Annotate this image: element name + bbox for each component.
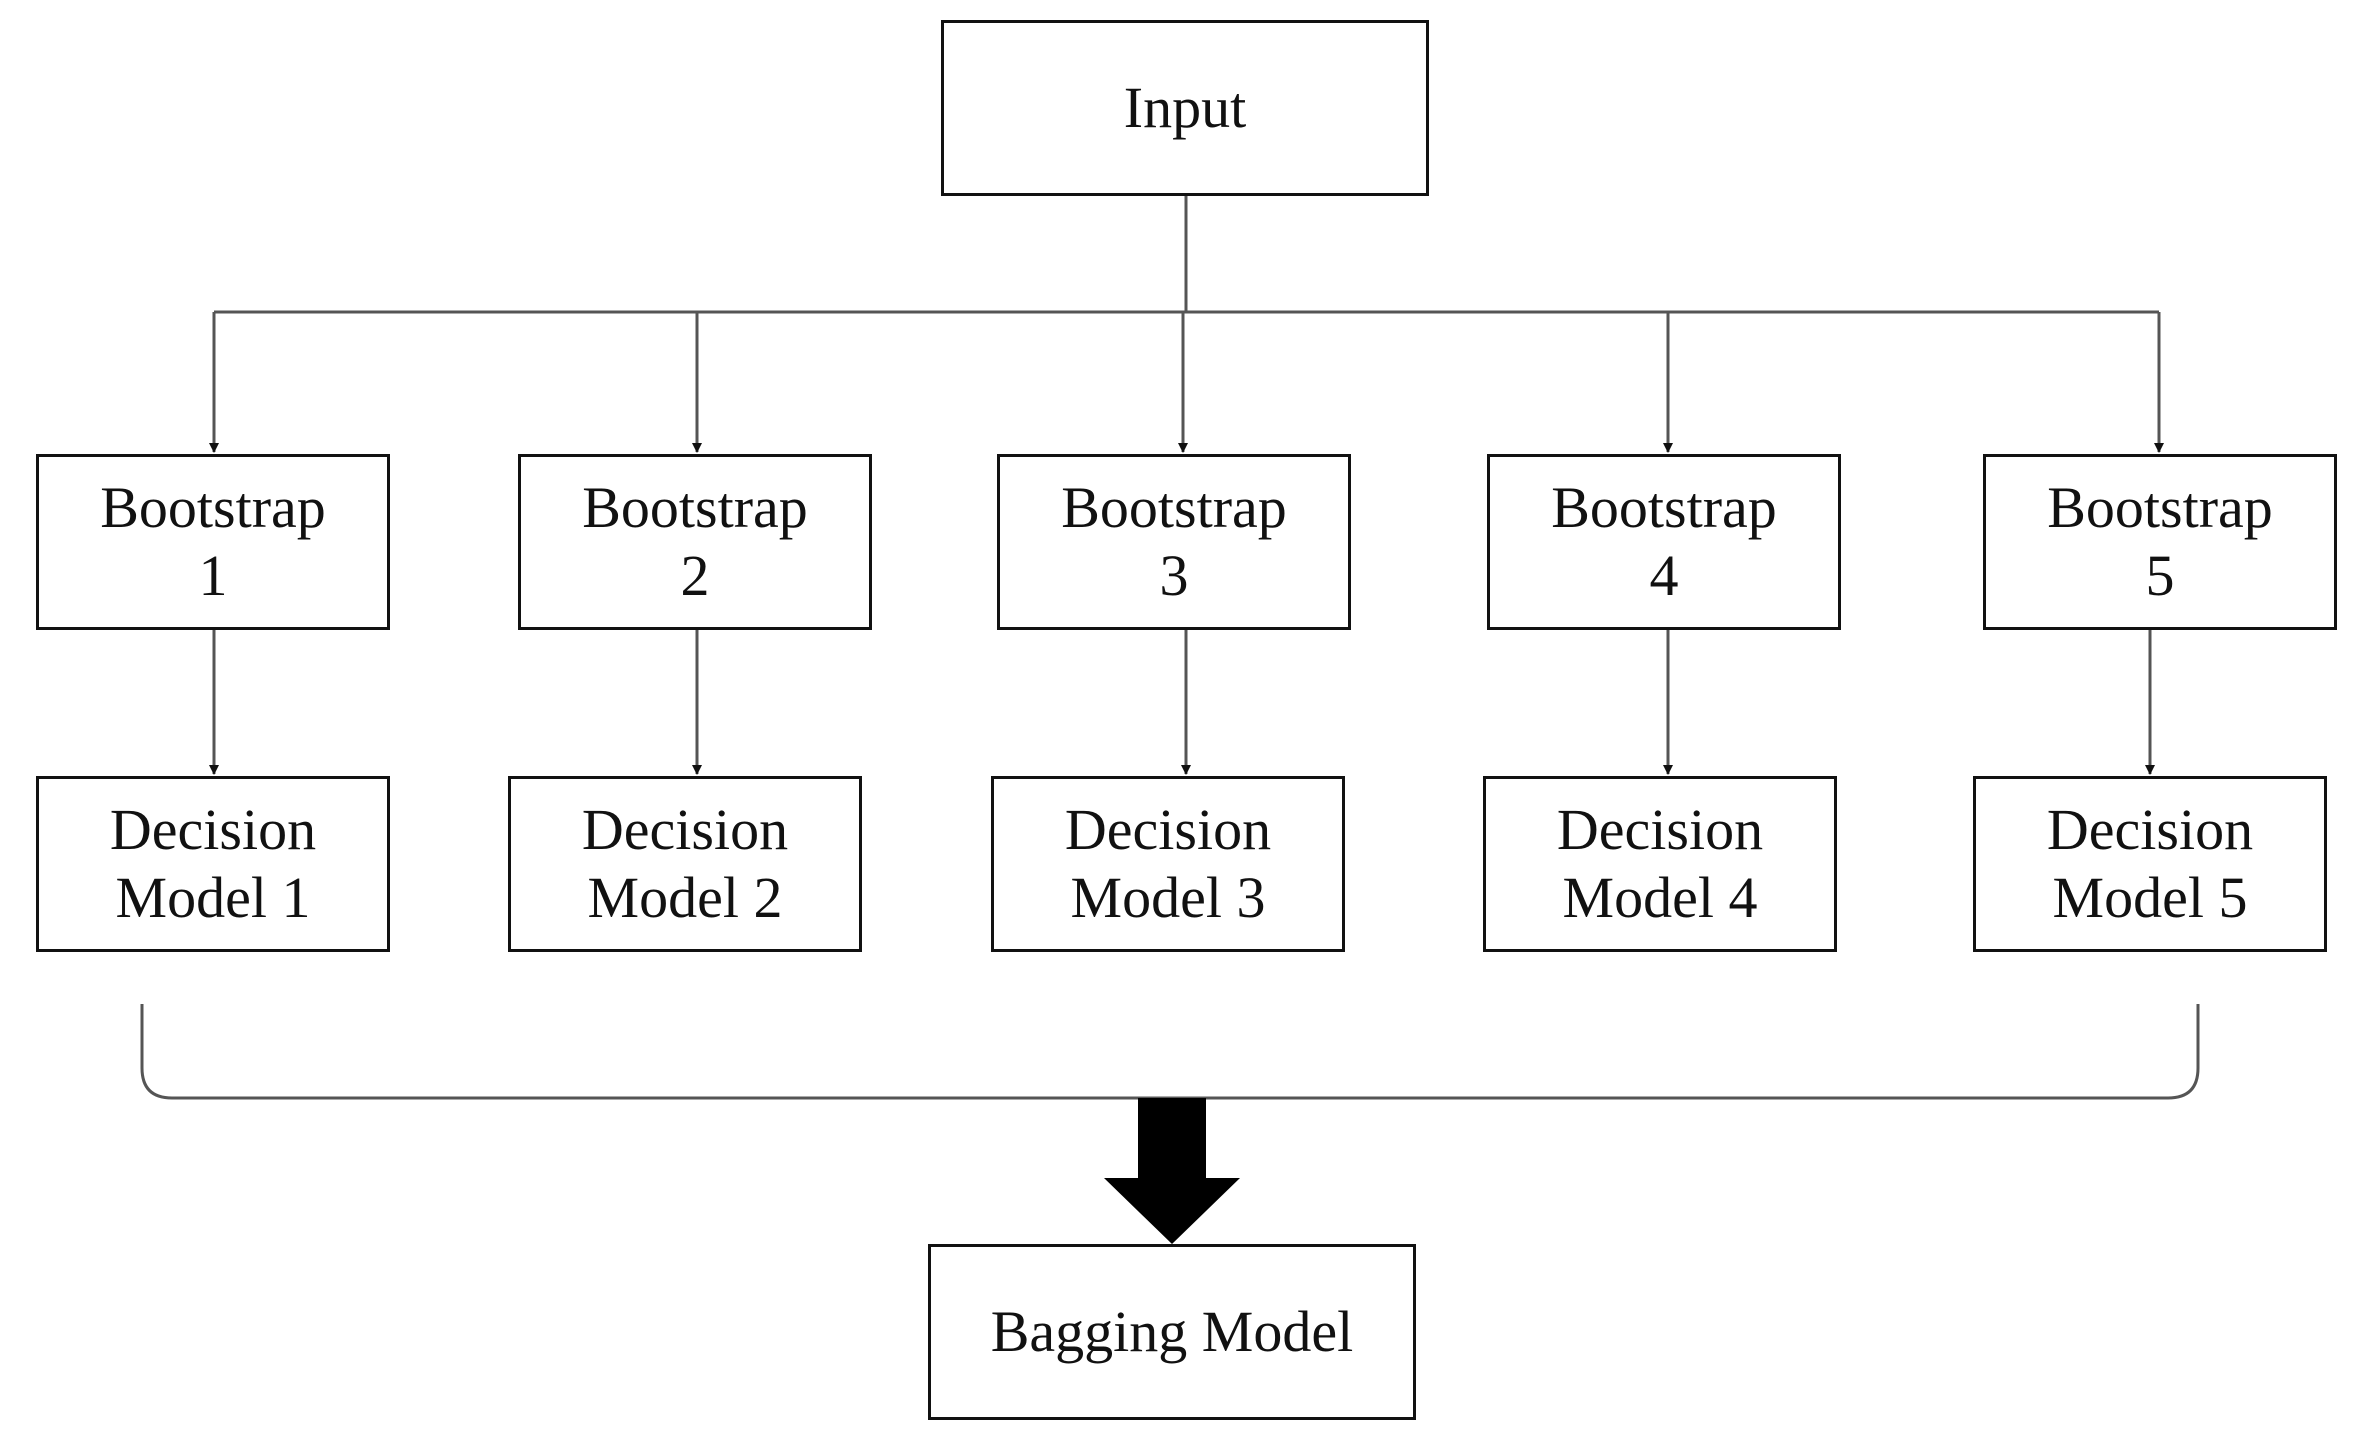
decision-model-node-3: Decision Model 3 <box>991 776 1345 952</box>
aggregation-brace <box>140 1004 2200 1100</box>
bootstrap-node-3: Bootstrap 3 <box>997 454 1351 630</box>
decision-model-line1: Decision <box>1556 796 1764 862</box>
input-node: Input <box>941 20 1429 196</box>
decision-model-line1: Decision <box>2046 796 2254 862</box>
bootstrap-node-4: Bootstrap 4 <box>1487 454 1841 630</box>
bootstrap-node-label: Bootstrap <box>1551 474 1777 540</box>
decision-model-line1: Decision <box>581 796 789 862</box>
bootstrap-node-label: Bootstrap <box>582 474 808 540</box>
bootstrap-node-number: 5 <box>2145 543 2175 608</box>
decision-model-node-2: Decision Model 2 <box>508 776 862 952</box>
decision-model-line2: Model 2 <box>587 865 783 930</box>
bootstrap-node-number: 2 <box>680 543 710 608</box>
decision-model-node-5: Decision Model 5 <box>1973 776 2327 952</box>
decision-model-line1: Decision <box>1064 796 1272 862</box>
aggregation-arrow <box>1104 1098 1240 1244</box>
decision-model-line1: Decision <box>109 796 317 862</box>
bootstrap-node-label: Bootstrap <box>1061 474 1287 540</box>
bootstrap-node-number: 1 <box>198 543 228 608</box>
decision-model-line2: Model 1 <box>115 865 311 930</box>
bootstrap-node-5: Bootstrap 5 <box>1983 454 2337 630</box>
decision-model-line2: Model 3 <box>1070 865 1266 930</box>
bagging-model-node: Bagging Model <box>928 1244 1416 1420</box>
bootstrap-node-2: Bootstrap 2 <box>518 454 872 630</box>
input-node-label: Input <box>1123 74 1247 140</box>
bootstrap-node-1: Bootstrap 1 <box>36 454 390 630</box>
decision-model-line2: Model 5 <box>2052 865 2248 930</box>
decision-model-node-1: Decision Model 1 <box>36 776 390 952</box>
bagging-model-label: Bagging Model <box>990 1298 1354 1364</box>
decision-model-node-4: Decision Model 4 <box>1483 776 1837 952</box>
bootstrap-node-number: 4 <box>1649 543 1679 608</box>
bootstrap-node-label: Bootstrap <box>2047 474 2273 540</box>
bootstrap-node-label: Bootstrap <box>100 474 326 540</box>
decision-model-line2: Model 4 <box>1562 865 1758 930</box>
bootstrap-node-number: 3 <box>1159 543 1189 608</box>
